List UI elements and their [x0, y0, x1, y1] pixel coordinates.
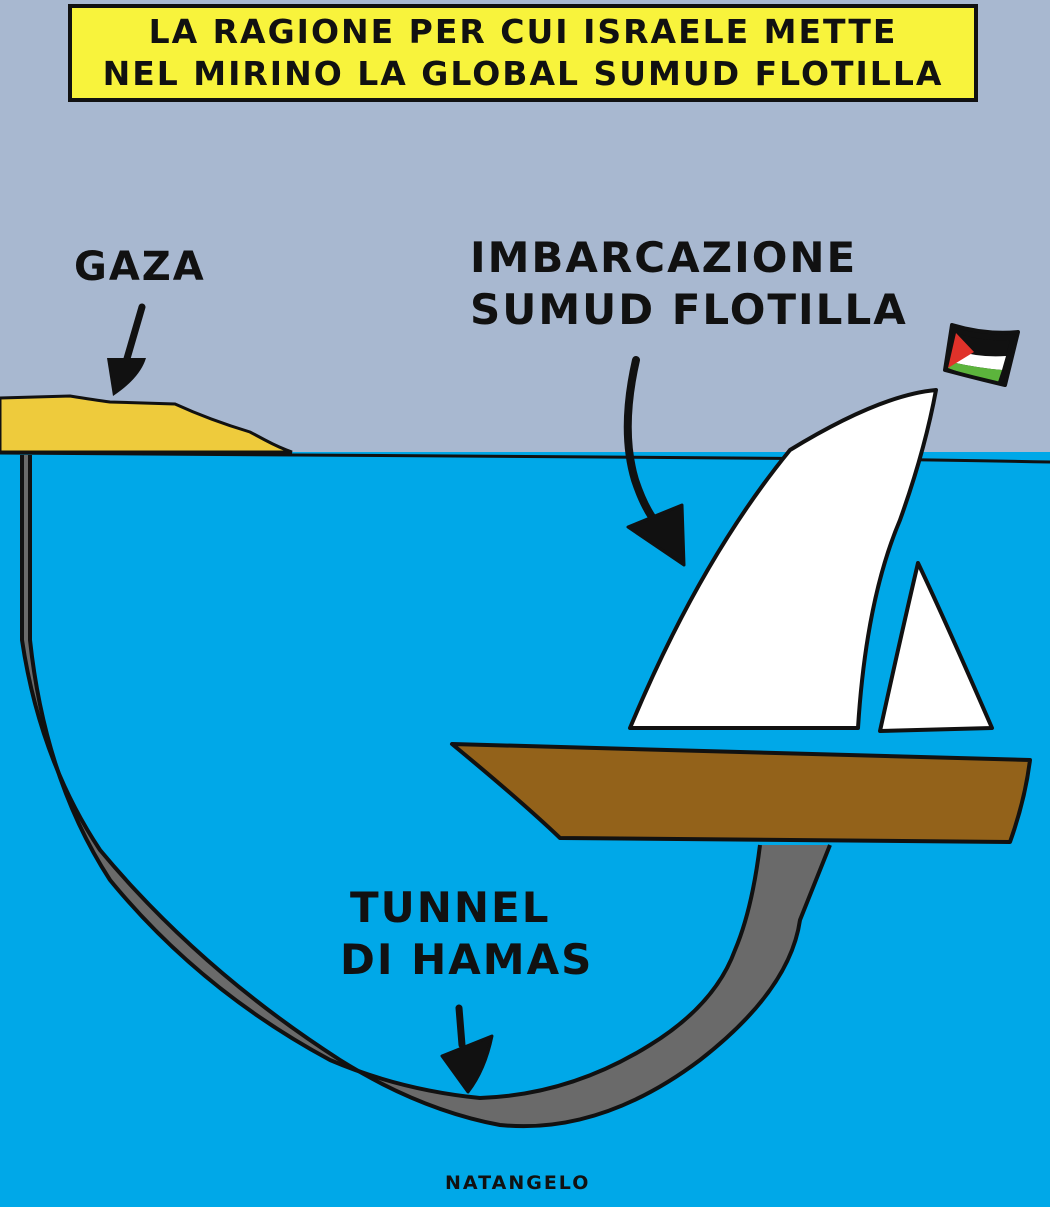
jib-sail [878, 561, 994, 733]
artist-signature: NATANGELO [445, 1172, 591, 1194]
boat-label: IMBARCAZIONE SUMUD FLOTILLA [470, 232, 908, 336]
boat-hull [450, 742, 1032, 844]
horizon-line [0, 451, 1050, 464]
tunnel-label: TUNNEL DI HAMAS [340, 882, 593, 986]
tunnel-outline-outer [20, 455, 832, 1129]
gaza-label: GAZA [74, 244, 206, 290]
arrow-to-boat-icon [623, 356, 686, 567]
gaza-land [0, 394, 293, 454]
tunnel-label-line-1: TUNNEL [350, 883, 551, 932]
arrow-to-gaza-icon [107, 303, 146, 396]
boat-label-line-1: IMBARCAZIONE [470, 233, 858, 282]
arrow-to-tunnel-icon [440, 1004, 494, 1094]
tunnel-outline-inner [28, 455, 762, 1101]
palestinian-flag-icon [943, 323, 1020, 387]
title-line-2: NEL MIRINO LA GLOBAL SUMUD FLOTILLA [102, 54, 944, 93]
boat-label-line-2: SUMUD FLOTILLA [470, 285, 908, 334]
title-banner: LA RAGIONE PER CUI ISRAELE METTE NEL MIR… [68, 4, 978, 102]
main-sail [628, 388, 938, 730]
title-line-1: LA RAGIONE PER CUI ISRAELE METTE [148, 12, 898, 51]
tunnel-label-line-2: DI HAMAS [340, 935, 594, 984]
